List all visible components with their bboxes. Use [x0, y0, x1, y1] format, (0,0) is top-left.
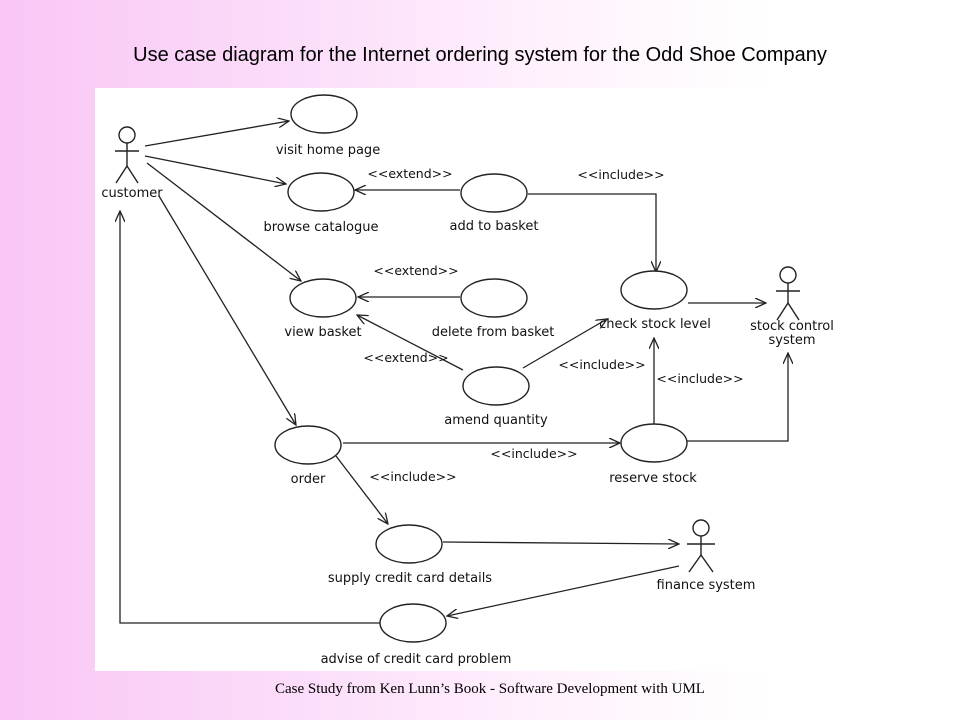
uc-label-check-stock-level: check stock level — [599, 317, 711, 332]
uc-advise-of-credit-card-problem — [379, 603, 447, 643]
uc-label-visit-home-page: visit home page — [276, 143, 380, 158]
actor-label-stock-control-line1: stock control — [750, 319, 834, 334]
finance-actor-icon — [687, 519, 715, 573]
uc-label-view-basket: view basket — [284, 325, 361, 340]
rel-label-extend-amend-view: <<extend>> — [363, 350, 448, 365]
uc-reserve-stock — [620, 423, 688, 463]
assoc-customer-browse — [144, 155, 286, 184]
uc-add-to-basket — [460, 173, 528, 213]
use-case-diagram: customer stock control system finance sy… — [95, 88, 845, 671]
actor-label-finance-system: finance system — [657, 578, 756, 593]
uc-label-advise-of-credit-card-problem: advise of credit card problem — [321, 652, 512, 667]
slide-title: Use case diagram for the Internet orderi… — [133, 44, 827, 66]
actor-label-stock-control-line2: system — [769, 333, 816, 348]
assoc-supply-finance — [442, 542, 679, 544]
uc-view-basket — [289, 278, 357, 318]
assoc-customer-visit-home — [144, 121, 289, 147]
uc-visit-home-page — [290, 94, 358, 134]
include-amend-check — [522, 319, 607, 369]
rel-label-include-amend-check: <<include>> — [558, 357, 645, 372]
uc-label-reserve-stock: reserve stock — [609, 471, 697, 486]
rel-label-extend-delete-view: <<extend>> — [373, 263, 458, 278]
assoc-advise-customer — [120, 211, 380, 624]
uc-label-browse-catalogue: browse catalogue — [263, 220, 378, 235]
diagram-canvas: customer stock control system finance sy… — [101, 94, 834, 667]
uc-amend-quantity — [462, 366, 530, 406]
customer-actor-icon — [115, 126, 139, 184]
include-add-check — [528, 193, 656, 272]
stock-control-actor-icon — [776, 266, 800, 321]
assoc-reserve-stockcontrol — [687, 353, 788, 442]
uc-label-supply-credit-card-details: supply credit card details — [328, 571, 492, 586]
uc-supply-credit-card-details — [375, 524, 443, 564]
assoc-finance-advise — [447, 565, 680, 616]
uc-delete-from-basket — [460, 278, 528, 318]
include-order-supply — [335, 455, 388, 524]
assoc-customer-order — [158, 195, 296, 425]
uc-check-stock-level — [620, 270, 688, 310]
uc-label-delete-from-basket: delete from basket — [432, 325, 555, 340]
footer-credit: Case Study from Ken Lunn’s Book - Softwa… — [275, 681, 705, 697]
rel-label-include-reserve-check: <<include>> — [656, 371, 743, 386]
uc-order — [274, 425, 342, 465]
uc-label-add-to-basket: add to basket — [450, 219, 539, 234]
rel-label-extend-add-browse: <<extend>> — [367, 166, 452, 181]
uc-label-order: order — [291, 472, 326, 487]
uc-browse-catalogue — [287, 172, 355, 212]
extend-amend-view — [357, 315, 464, 371]
actor-label-customer: customer — [101, 186, 163, 201]
uc-label-amend-quantity: amend quantity — [444, 413, 548, 428]
rel-label-include-order-supply: <<include>> — [369, 469, 456, 484]
rel-label-include-add-check: <<include>> — [577, 167, 664, 182]
rel-label-include-order-reserve: <<include>> — [490, 446, 577, 461]
assoc-customer-view-basket — [146, 162, 301, 281]
